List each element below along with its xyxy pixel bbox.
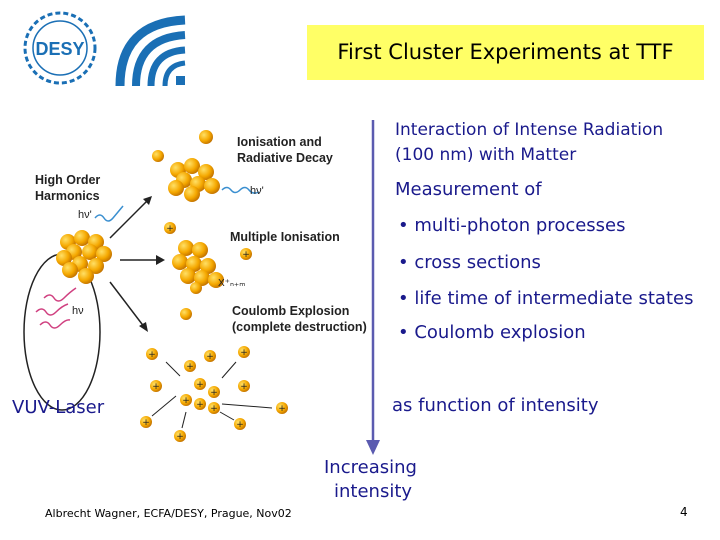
hv-label: hν [72, 305, 84, 317]
title-background [307, 25, 704, 80]
bullet-item: • Coulomb explosion [398, 322, 586, 343]
svg-text:+: + [196, 380, 204, 390]
bullet-item: • cross sections [398, 252, 541, 273]
interaction-line-2: (100 nm) with Matter [395, 145, 577, 165]
increasing-label: Increasing [324, 457, 417, 478]
hho-wave-icon [94, 205, 124, 222]
photon-wave-icon [43, 287, 77, 302]
hho-caption-1: High Order [35, 173, 100, 187]
interaction-line-1: Interaction of Intense Radiation [395, 120, 664, 140]
coulomb-caption-1: Coulomb Explosion [232, 304, 349, 318]
page-number: 4 [680, 505, 688, 519]
ionisation-caption-1: Ionisation and [237, 135, 322, 149]
cluster-figure: hν hν' hν' + + X⁺ₙ₊ₘ + + [23, 130, 367, 442]
svg-text:+: + [182, 396, 190, 406]
svg-text:+: + [176, 432, 184, 442]
svg-text:+: + [142, 418, 150, 428]
footer-author: Albrecht Wagner, ECFA/DESY, Prague, Nov0… [45, 507, 292, 520]
svg-text:+: + [166, 224, 174, 234]
logo-text: DESY [35, 39, 84, 59]
svg-text:+: + [152, 382, 160, 392]
svg-text:+: + [210, 388, 218, 398]
intensity-arrow [366, 120, 380, 455]
as-function-of-intensity: as function of intensity [392, 395, 599, 416]
ion-label: X⁺ₙ₊ₘ [218, 278, 245, 289]
svg-text:+: + [210, 404, 218, 414]
coulomb-caption-2: (complete destruction) [232, 320, 367, 334]
bullet-item: • life time of intermediate states [398, 288, 694, 309]
svg-text:+: + [148, 350, 156, 360]
ionisation-cluster [152, 130, 220, 202]
slide-title: First Cluster Experiments at TTF [337, 40, 674, 64]
intensity-label: intensity [334, 481, 413, 502]
svg-text:+: + [240, 348, 248, 358]
svg-text:+: + [236, 420, 244, 430]
svg-text:+: + [278, 404, 286, 414]
svg-text:+: + [240, 382, 248, 392]
hv-prime-label: hν' [250, 185, 264, 197]
bullet-item: • multi-photon processes [398, 215, 626, 236]
ionisation-caption-2: Radiative Decay [237, 151, 333, 165]
svg-text:+: + [196, 400, 204, 410]
svg-text:+: + [206, 352, 214, 362]
central-cluster [56, 230, 112, 284]
multiple-ionisation-caption: Multiple Ionisation [230, 230, 340, 244]
svg-text:+: + [242, 250, 250, 260]
photon-wave-icon [39, 319, 71, 329]
hv-prime-label: hν' [78, 209, 92, 221]
svg-text:+: + [186, 362, 194, 372]
emission-wave-icon [221, 186, 260, 194]
multi-ion-cluster: + + [164, 222, 252, 294]
hho-caption-2: Harmonics [35, 189, 100, 203]
coulomb-fragments: + + + + + + + + + + + + + + + [140, 308, 288, 442]
measurement-of: Measurement of [395, 179, 542, 200]
vuv-laser-label: VUV-Laser [12, 397, 105, 418]
photon-wave-icon [35, 303, 69, 316]
desy-logo-icon: DESY [23, 11, 186, 87]
